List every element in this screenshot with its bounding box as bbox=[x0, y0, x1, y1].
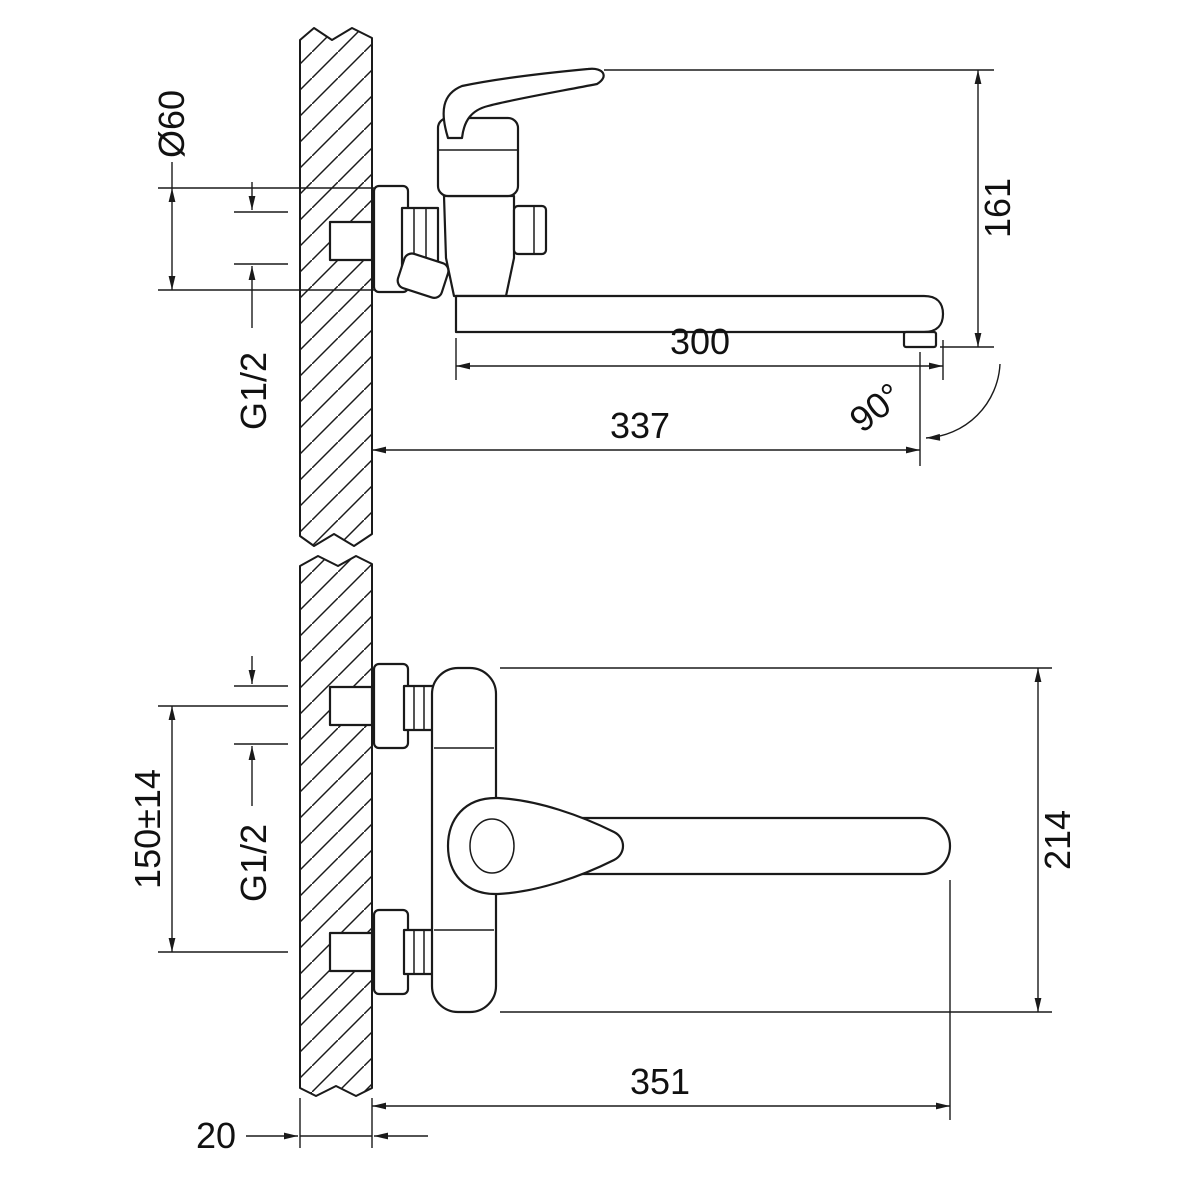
diverter-knob bbox=[396, 252, 450, 299]
dim-escutcheon-diameter: Ø60 bbox=[151, 90, 374, 291]
handle-plan bbox=[446, 796, 625, 896]
dim-swivel-angle: 90° bbox=[842, 363, 1001, 441]
connection-nut-upper bbox=[402, 684, 436, 732]
dim-label-overall-reach: 337 bbox=[610, 405, 670, 446]
pipe-socket bbox=[328, 220, 374, 262]
aerator bbox=[902, 330, 938, 349]
faucet-side-view bbox=[372, 67, 945, 349]
dim-overall-length: 351 bbox=[371, 880, 951, 1148]
faucet-top-view bbox=[372, 662, 952, 1014]
dim-height: 161 bbox=[604, 69, 1018, 348]
dim-label-height: 161 bbox=[977, 178, 1018, 238]
dim-label-thread-side: G1/2 bbox=[233, 352, 274, 430]
dim-connection-spacing: 150±14 bbox=[127, 705, 288, 953]
pipe-socket bbox=[328, 685, 374, 727]
dim-overall-width: 214 bbox=[500, 667, 1078, 1013]
handle-cap bbox=[469, 818, 515, 874]
pipe-socket bbox=[328, 931, 374, 973]
dim-wall-thickness: 20 bbox=[196, 1098, 428, 1156]
connection-nut-lower bbox=[402, 928, 436, 976]
wall-section-bottom bbox=[299, 555, 373, 1097]
dim-thread-top: G1/2 bbox=[233, 656, 288, 902]
handle-lever bbox=[442, 67, 605, 140]
dim-label-wall-thickness: 20 bbox=[196, 1115, 236, 1156]
dim-label-spout-length: 300 bbox=[670, 321, 730, 362]
dim-label-escutcheon-diameter: Ø60 bbox=[151, 90, 192, 158]
wall-section-top bbox=[299, 27, 373, 547]
faucet-lower-body bbox=[442, 194, 516, 298]
shower-port-cap bbox=[512, 204, 548, 256]
dim-thread-side: G1/2 bbox=[233, 182, 288, 430]
dim-label-overall-width: 214 bbox=[1037, 810, 1078, 870]
dim-label-connection-spacing: 150±14 bbox=[127, 769, 168, 889]
dim-label-overall-length: 351 bbox=[630, 1061, 690, 1102]
dim-spout-length: 300 bbox=[455, 321, 944, 380]
dim-label-swivel-angle: 90° bbox=[842, 374, 910, 440]
dim-label-thread-top: G1/2 bbox=[233, 824, 274, 902]
dim-overall-reach: 337 bbox=[372, 352, 921, 466]
